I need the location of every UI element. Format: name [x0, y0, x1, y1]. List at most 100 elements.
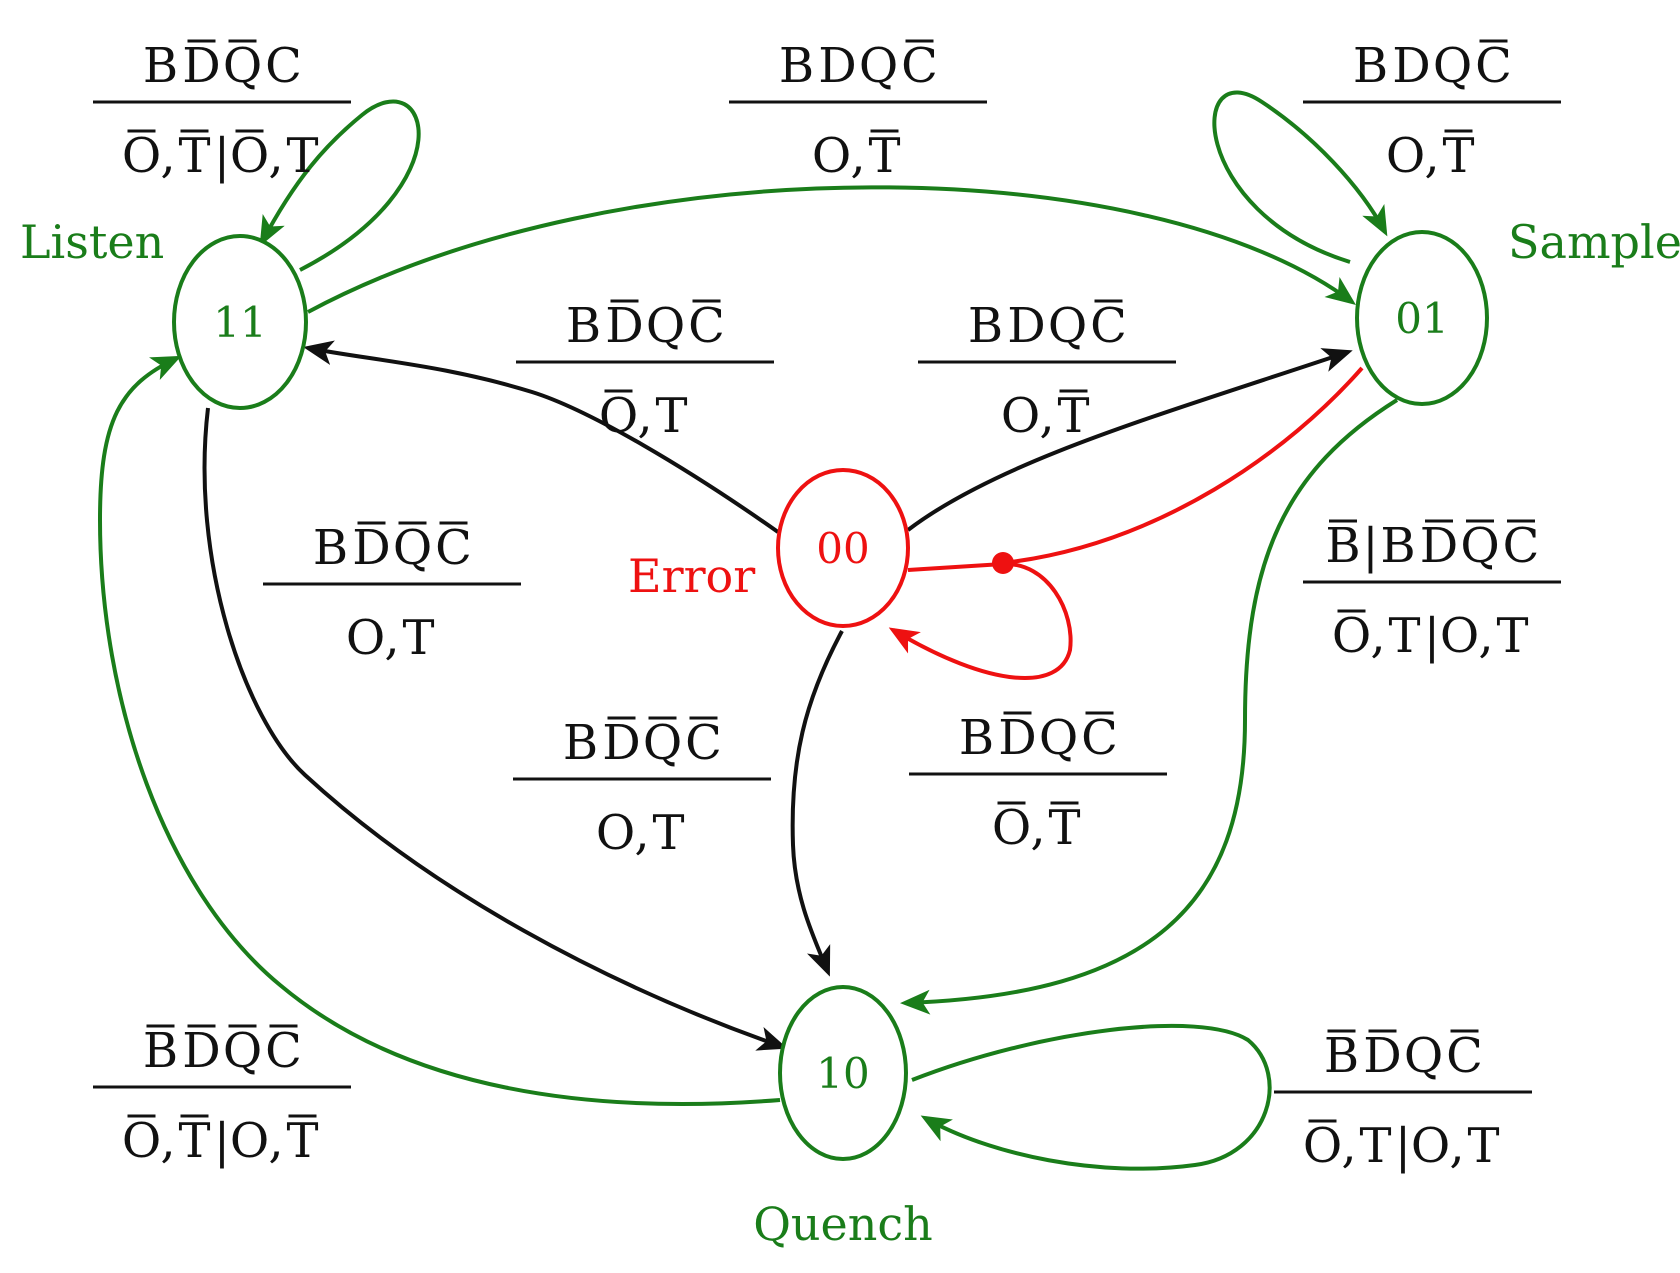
label-symbol: D [1392, 38, 1430, 94]
label-symbol: B [313, 520, 348, 576]
label-symbol: , [384, 610, 399, 666]
label-symbol: Q [1404, 1028, 1443, 1084]
label-symbol: C [265, 38, 302, 94]
edge-quench-self [911, 1023, 1272, 1171]
label-symbol: , [1478, 608, 1493, 664]
state-code: 10 [816, 1049, 869, 1098]
label-symbol: D [818, 38, 856, 94]
label-symbol: B [143, 38, 178, 94]
label-symbol: D [998, 710, 1036, 766]
edge-quench-to-listen [97, 355, 781, 1106]
label-symbol: O [1411, 1118, 1450, 1174]
state-circle [778, 985, 908, 1161]
label-symbol: Q [393, 520, 432, 576]
label-symbol: Q [643, 715, 682, 771]
label-symbol: O [812, 128, 851, 184]
label-symbol: T [402, 610, 434, 666]
label-symbol: T [1048, 800, 1080, 856]
label-symbol: O [1001, 388, 1040, 444]
label-symbol: B [779, 38, 814, 94]
label-symbol: C [1081, 710, 1118, 766]
label-symbol: , [1370, 608, 1385, 664]
label-symbol: C [901, 38, 938, 94]
edge-error-to-quench [790, 630, 844, 977]
label-symbol: B [959, 710, 994, 766]
edge-listen-to-quench [202, 407, 788, 1051]
edge-junction-dot [992, 552, 1014, 574]
label-symbol: O [599, 388, 638, 444]
label-symbol: T [1442, 128, 1474, 184]
label-symbol: B [143, 1023, 178, 1079]
label-symbol: , [160, 1113, 175, 1169]
label-symbol: C [688, 298, 725, 354]
label-symbol: , [1449, 1118, 1464, 1174]
state-name: Error [628, 549, 755, 603]
label-separator: | [1362, 518, 1378, 574]
edge-sample-to-error [1002, 366, 1364, 565]
edge-listen-self [259, 99, 421, 272]
state-code: 01 [1395, 294, 1448, 343]
label-symbol: T [286, 1113, 318, 1169]
label-symbol: C [1475, 38, 1512, 94]
label-symbol: B [1325, 518, 1360, 574]
state-circle [172, 234, 308, 410]
label-separator: | [1395, 1118, 1411, 1174]
label-symbol: T [1057, 388, 1089, 444]
label-symbol: O [1440, 608, 1479, 664]
label-symbol: T [1467, 1118, 1499, 1174]
label-symbol: T [1388, 608, 1420, 664]
label-symbol: O [230, 1113, 269, 1169]
label-symbol: , [1030, 800, 1045, 856]
label-symbol: C [435, 520, 472, 576]
label-symbol: Q [223, 38, 262, 94]
state-name: Listen [20, 215, 164, 269]
label-symbol: O [596, 805, 635, 861]
edge-error-to-listen [303, 340, 780, 534]
label-symbol: C [1503, 518, 1540, 574]
label-symbol: O [1303, 1118, 1342, 1174]
state-circle [1355, 230, 1489, 406]
label-symbol: O [1386, 128, 1425, 184]
label-symbol: O [122, 1113, 161, 1169]
label-symbol: B [968, 298, 1003, 354]
label-symbol: B [1380, 518, 1415, 574]
label-symbol: Q [1039, 710, 1078, 766]
state-code: 00 [816, 524, 869, 573]
label-separator: | [214, 128, 230, 184]
label-symbol: , [268, 128, 283, 184]
label-symbol: T [178, 128, 210, 184]
label-symbol: B [563, 715, 598, 771]
label-symbol: B [1324, 1028, 1359, 1084]
label-symbol: , [637, 388, 652, 444]
label-symbol: O [1332, 608, 1371, 664]
label-symbol: , [160, 128, 175, 184]
label-symbol: Q [223, 1023, 262, 1079]
label-symbol: C [1446, 1028, 1483, 1084]
label-symbol: Q [1048, 298, 1087, 354]
label-symbol: O [230, 128, 269, 184]
label-separator: | [1424, 608, 1440, 664]
label-symbol: T [655, 388, 687, 444]
label-symbol: D [182, 1023, 220, 1079]
label-symbol: D [1420, 518, 1458, 574]
edge-error-to-sample [906, 348, 1353, 532]
label-symbol: T [1496, 608, 1528, 664]
label-symbol: T [178, 1113, 210, 1169]
label-symbol: O [122, 128, 161, 184]
label-separator: | [214, 1113, 230, 1169]
